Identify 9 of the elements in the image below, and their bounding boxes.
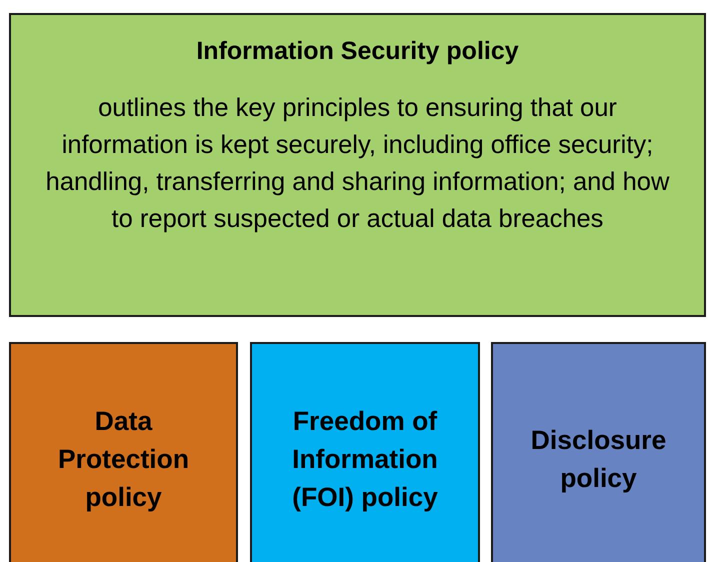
box-heading: Data Protection policy xyxy=(56,405,190,514)
policy-box xyxy=(250,342,480,562)
policy-box xyxy=(9,342,238,562)
box-heading: Information Security policy xyxy=(196,37,519,66)
policy-box xyxy=(491,342,706,562)
box-description: outlines the key principles to ensuring that our information is kept securely, including office security; handling, transferring and sharing information; and how to report suspected or actual data breaches xyxy=(45,93,670,235)
box-heading: Freedom of Information (FOI) policy xyxy=(291,405,439,514)
policy-box xyxy=(9,13,706,317)
box-heading: Disclosure policy xyxy=(530,424,668,495)
